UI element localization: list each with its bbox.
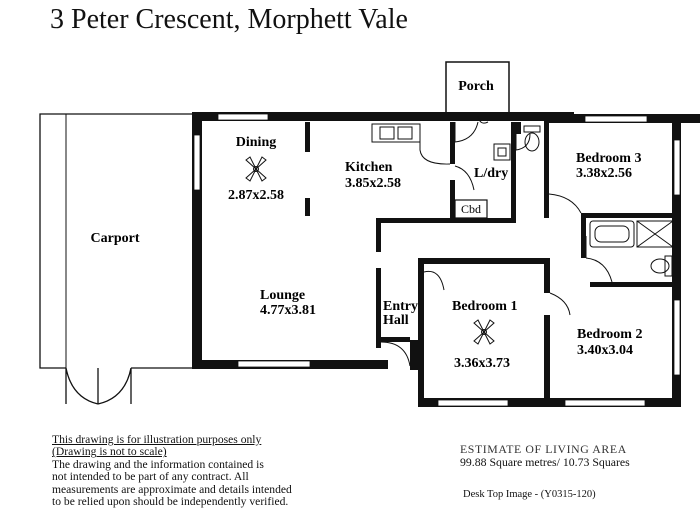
bedroom3-dimensions: 3.38x2.56 [576,166,632,181]
bedroom1-label: Bedroom 1 [452,299,517,314]
bedroom2-dimensions: 3.40x3.04 [577,343,633,358]
ceiling-fan-dining [245,156,267,182]
kitchen-label: Kitchen [345,160,393,175]
dining-label: Dining [236,135,276,150]
bedroom3-label: Bedroom 3 [576,151,641,166]
doors [380,115,613,367]
image-reference: Desk Top Image - (Y0315-120) [463,489,596,500]
shower [636,220,674,248]
laundry-trough [493,143,511,161]
entry-label-line1: Entry [383,299,418,314]
windows [193,113,681,407]
dining-dimensions: 2.87x2.58 [228,188,284,203]
lounge-dimensions: 4.77x3.81 [260,303,316,318]
carport-outline [39,113,194,405]
disclaimer-line: to be relied upon should be independentl… [52,495,289,509]
living-area-estimate: ESTIMATE OF LIVING AREA 99.88 Square met… [460,443,630,469]
lounge-label: Lounge [260,288,305,303]
carport-label: Carport [91,231,140,246]
kitchen-dimensions: 3.85x2.58 [345,176,401,191]
cupboard-box [454,199,488,219]
disclaimer-line: (Drawing is not to scale) [52,445,167,459]
interior-walls [305,122,681,403]
disclaimer: This drawing is for illustration purpose… [52,433,352,509]
bedroom1-dimensions: 3.36x3.73 [454,356,510,371]
entry-label-line2: Hall [383,313,409,328]
disclaimer-line: The drawing and the information containe… [52,457,264,471]
laundry-label: L/dry [474,166,508,181]
disclaimer-line: not intended to be part of any contract.… [52,470,249,484]
cupboard-label: Cbd [461,202,481,216]
disclaimer-line: This drawing is for illustration purpose… [52,433,262,446]
toilet-1 [523,125,541,152]
ceiling-fan-bedroom1 [473,319,495,345]
disclaimer-line: measurements are approximate and details… [52,482,292,496]
toilet-2 [650,255,673,277]
estimate-area: 99.88 Square metres/ 10.73 Squares [460,455,630,469]
page-title: 3 Peter Crescent, Morphett Vale [50,4,408,35]
bath [589,220,635,248]
bedroom2-label: Bedroom 2 [577,327,642,342]
bench-curve [419,140,451,165]
floor-plan: Porch Carport Dining 2.87x2.58 Kitchen 3… [39,61,700,407]
estimate-heading: ESTIMATE OF LIVING AREA [460,442,627,456]
kitchen-sink [371,123,421,143]
porch-label: Porch [458,79,494,94]
